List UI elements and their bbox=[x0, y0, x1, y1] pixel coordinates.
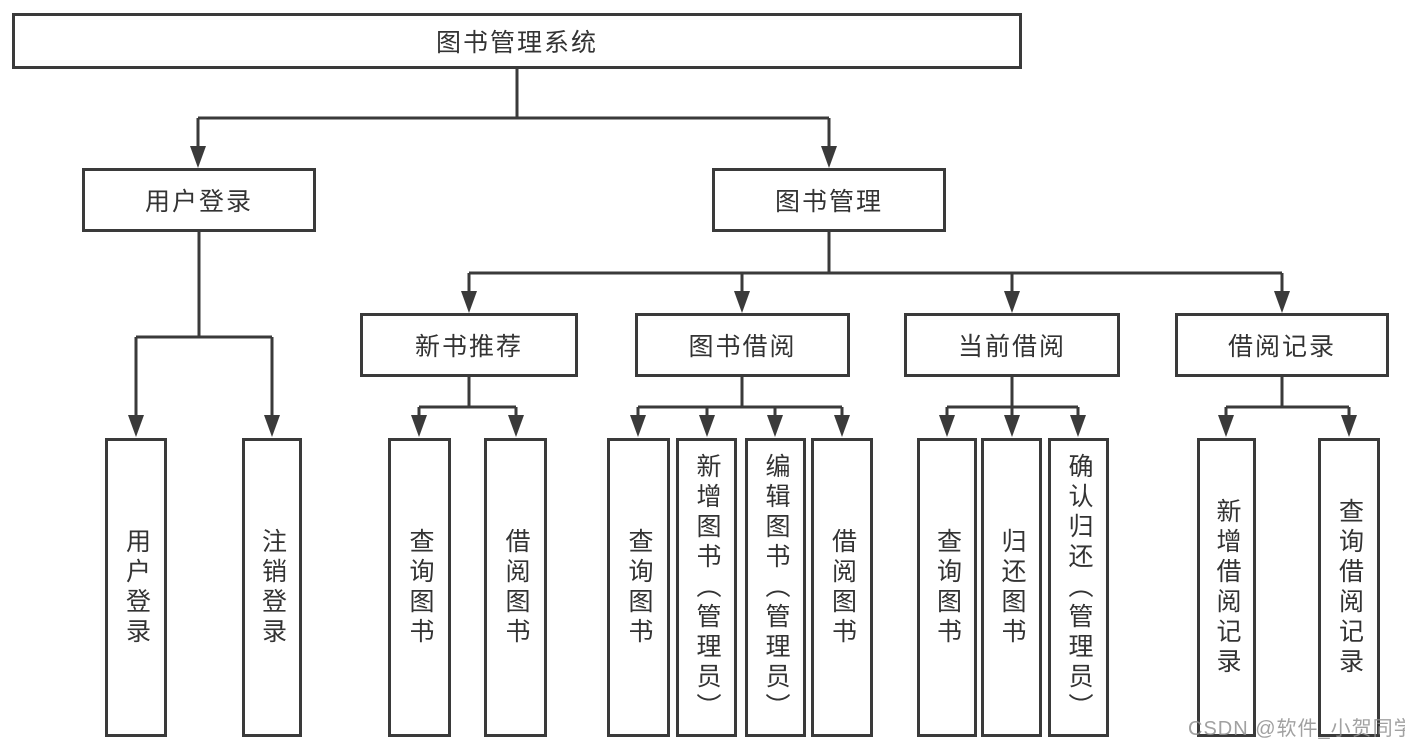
leaf-return-books: 归还图书 bbox=[981, 438, 1042, 737]
leaf-label: 查询图书 bbox=[406, 527, 434, 648]
arrowhead bbox=[821, 146, 837, 168]
arrowhead bbox=[190, 146, 206, 168]
leaf-add-borrow-record: 新增借阅记录 bbox=[1197, 438, 1256, 737]
leaf-label: 注销登录 bbox=[258, 527, 287, 648]
arrowheads bbox=[128, 146, 1357, 437]
arrowhead bbox=[508, 415, 524, 437]
leaf-label: 查询图书 bbox=[933, 527, 962, 648]
arrowhead bbox=[734, 291, 750, 313]
leaf-confirm-return-admin: 确认归还（管理员） bbox=[1048, 438, 1109, 737]
node-current-borrowing: 当前借阅 bbox=[904, 313, 1120, 377]
arrowhead bbox=[264, 415, 280, 437]
connector-new-book bbox=[417, 377, 518, 417]
leaf-label: 借阅图书 bbox=[828, 527, 857, 648]
node-book-management: 图书管理 bbox=[712, 168, 946, 232]
connector-book-borrowing bbox=[636, 377, 844, 417]
arrowhead bbox=[1070, 415, 1086, 437]
connector-book-management bbox=[467, 232, 1284, 293]
csdn-watermark: CSDN @软件_小贺同学 bbox=[1188, 718, 1405, 740]
arrowhead bbox=[411, 415, 427, 437]
leaf-logout: 注销登录 bbox=[242, 438, 302, 737]
node-book-borrowing: 图书借阅 bbox=[635, 313, 850, 377]
connector-root bbox=[196, 69, 831, 148]
leaf-label: 归还图书 bbox=[998, 527, 1026, 648]
leaf-borrow-books-recommend: 借阅图书 bbox=[484, 438, 547, 737]
arrowhead bbox=[699, 415, 715, 437]
arrowhead bbox=[767, 415, 783, 437]
connector-current-borrowing bbox=[945, 377, 1080, 417]
leaf-label: 查询借阅记录 bbox=[1335, 497, 1364, 678]
leaf-label: 查询图书 bbox=[625, 527, 653, 648]
arrowhead bbox=[1341, 415, 1357, 437]
arrowhead bbox=[1218, 415, 1234, 437]
leaf-label: 借阅图书 bbox=[502, 527, 530, 648]
connector-borrowing-records bbox=[1224, 377, 1351, 417]
arrowhead bbox=[939, 415, 955, 437]
leaf-label: 确认归还（管理员） bbox=[1065, 452, 1093, 723]
arrowhead bbox=[1004, 291, 1020, 313]
leaf-edit-books-admin: 编辑图书（管理员） bbox=[745, 438, 806, 737]
arrowhead bbox=[1274, 291, 1290, 313]
leaf-borrow-books-borrowing: 借阅图书 bbox=[811, 438, 873, 737]
arrowhead bbox=[461, 291, 477, 313]
arrowhead bbox=[1004, 415, 1020, 437]
node-new-book-recommendation: 新书推荐 bbox=[360, 313, 578, 377]
leaf-query-books-current: 查询图书 bbox=[917, 438, 977, 737]
node-library-management-system: 图书管理系统 bbox=[12, 13, 1022, 69]
leaf-label: 新增借阅记录 bbox=[1213, 497, 1241, 678]
node-borrowing-records: 借阅记录 bbox=[1175, 313, 1389, 377]
connector-user-login bbox=[134, 232, 274, 417]
leaf-add-books-admin: 新增图书（管理员） bbox=[676, 438, 737, 737]
leaf-query-books-borrowing: 查询图书 bbox=[607, 438, 670, 737]
leaf-query-books-recommend: 查询图书 bbox=[388, 438, 451, 737]
leaf-user-login: 用户登录 bbox=[105, 438, 167, 737]
leaf-label: 新增图书（管理员） bbox=[693, 452, 721, 723]
arrowhead bbox=[834, 415, 850, 437]
leaf-label: 用户登录 bbox=[122, 527, 151, 648]
arrowhead bbox=[128, 415, 144, 437]
leaf-label: 编辑图书（管理员） bbox=[762, 452, 790, 723]
node-user-login: 用户登录 bbox=[82, 168, 316, 232]
leaf-query-borrow-record: 查询借阅记录 bbox=[1318, 438, 1380, 737]
arrowhead bbox=[630, 415, 646, 437]
